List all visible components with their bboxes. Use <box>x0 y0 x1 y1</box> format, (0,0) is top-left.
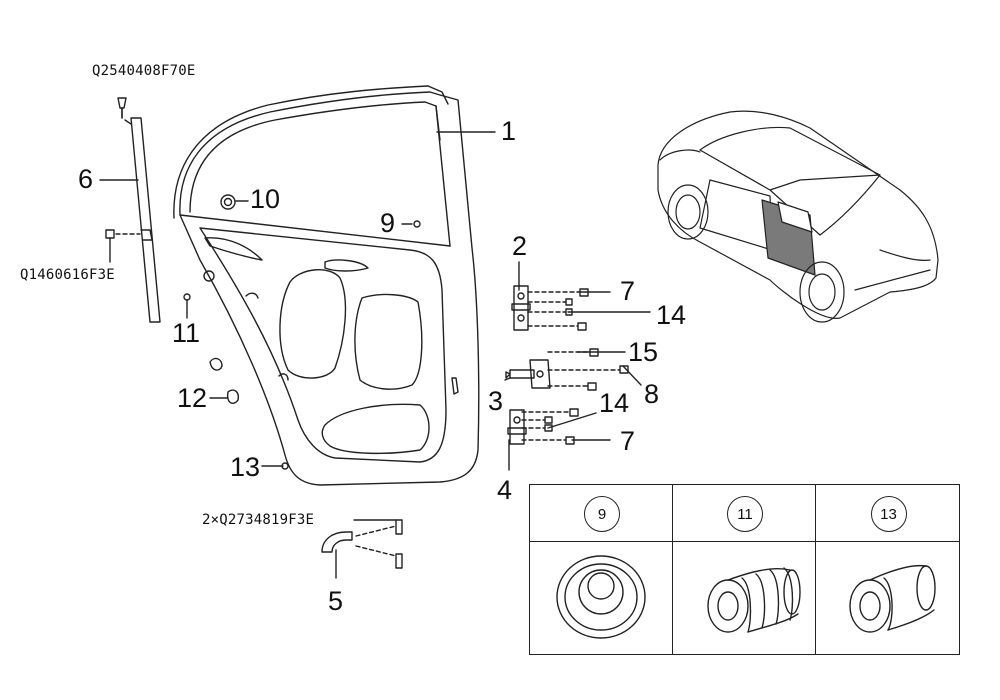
callout-9: 9 <box>380 208 396 238</box>
detail-header-9: 9 <box>530 485 673 542</box>
detail-table: 9 11 13 <box>529 484 960 655</box>
detail-cell-13 <box>816 542 959 654</box>
callout-14b: 14 <box>599 388 630 418</box>
detail-header-13: 13 <box>816 485 959 542</box>
callout-5: 5 <box>328 586 344 616</box>
hinge-icon <box>511 285 531 331</box>
grommet-icon <box>183 293 191 301</box>
grommet-icon <box>281 462 289 470</box>
leader-lines <box>99 107 651 579</box>
callout-7b: 7 <box>620 426 636 456</box>
circled-number: 11 <box>727 496 763 532</box>
callout-8: 8 <box>644 379 660 409</box>
callout-3: 3 <box>488 386 504 416</box>
callout-13: 13 <box>230 452 261 482</box>
circled-number: 9 <box>584 496 620 532</box>
bracket-5-drawing <box>321 519 403 569</box>
plug-icon <box>226 389 240 404</box>
part-code-bottom-screws: 2×Q2734819F3E <box>202 512 315 528</box>
callout-2: 2 <box>512 231 528 261</box>
callout-10: 10 <box>250 184 281 214</box>
circled-number: 13 <box>870 496 907 532</box>
detail-cell-9 <box>530 542 673 654</box>
dashed-leaders <box>115 233 621 557</box>
grommet-13-icon <box>849 564 936 633</box>
part-code-side-screw: Q1460616F3E <box>20 267 115 283</box>
detail-header-11: 11 <box>673 485 816 542</box>
callout-1: 1 <box>501 116 517 146</box>
part-code-top-clip: Q2540408F70E <box>92 63 196 79</box>
grommet-icon <box>413 220 421 228</box>
screw-icon <box>105 229 629 445</box>
door-panel-drawing <box>173 85 480 486</box>
car-overview-drawing <box>657 110 939 323</box>
plug-icon <box>209 357 223 371</box>
strip-6-drawing <box>117 97 161 323</box>
detail-cell-11 <box>673 542 816 654</box>
callout-7a: 7 <box>620 276 636 306</box>
callout-15: 15 <box>628 337 659 367</box>
hinge-icon <box>507 409 527 445</box>
grommet-11-icon <box>707 567 801 633</box>
callout-6: 6 <box>78 164 94 194</box>
plug-9-icon <box>556 555 646 639</box>
callout-11: 11 <box>172 318 201 348</box>
callout-14a: 14 <box>656 300 687 330</box>
check-strap-icon <box>505 359 551 389</box>
callout-4: 4 <box>497 475 513 505</box>
callout-12: 12 <box>177 383 208 413</box>
